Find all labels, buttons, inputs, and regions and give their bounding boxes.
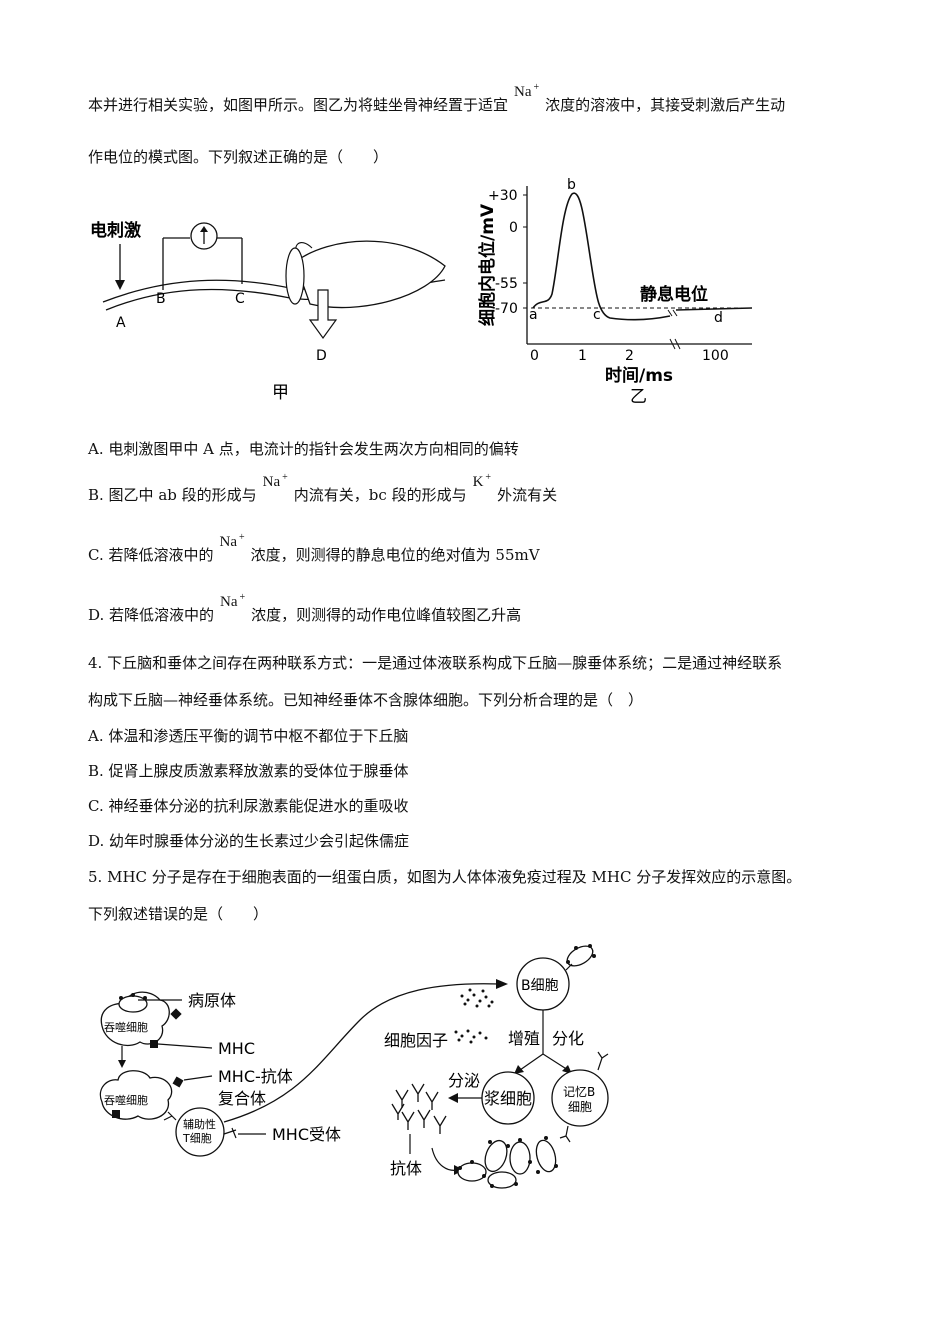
agglutinated-pathogens [457, 1139, 557, 1189]
point-b: b [567, 177, 576, 193]
intro-line-1: 本并进行相关实验，如图甲所示。图乙为将蛙坐骨神经置于适宜 Na+ 浓度的溶液中，其接… [88, 82, 786, 115]
ytick-30: +30 [488, 188, 518, 204]
q3-option-b: B. 图乙中 ab 段的形成与Na+内流有关，bc 段的形成与K+外流有关 [88, 472, 558, 504]
helper-t-cell [175, 1107, 225, 1157]
cytokine-dots [454, 988, 494, 1044]
point-c: c [593, 307, 601, 323]
b-cell-label: B细胞 [521, 978, 559, 994]
point-B: B [156, 291, 166, 307]
na-ion-label: Na+ [219, 532, 245, 550]
pathogen-icon [118, 995, 148, 1013]
q3-option-d: D. 若降低溶液中的Na+浓度，则测得的动作电位峰值较图乙升高 [88, 592, 522, 624]
q4-stem-1: 4. 下丘脑和垂体之间存在两种联系方式：一是通过体液联系构成下丘脑—腺垂体系统；… [88, 654, 783, 672]
xtick-2: 2 [625, 348, 634, 364]
q4-stem-2: 构成下丘脑—神经垂体系统。已知神经垂体不含腺体细胞。下列分析合理的是（ ） [88, 691, 644, 709]
na-ion-label: Na+ [262, 472, 288, 490]
hollow-arrow-icon [308, 289, 338, 340]
q4-option-a: A. 体温和渗透压平衡的调节中枢不都位于下丘脑 [88, 727, 409, 745]
q5-stem-2: 下列叙述错误的是（ ） [88, 905, 269, 923]
intro-text-a: 本并进行相关实验，如图甲所示。图乙为将蛙坐骨神经置于适宜 [88, 96, 509, 114]
k-ion-label: K+ [472, 472, 492, 490]
q3-option-c: C. 若降低溶液中的Na+浓度，则测得的静息电位的绝对值为 55mV [88, 532, 540, 564]
mhc-complex-label-1: MHC-抗体 [218, 1067, 293, 1086]
xtick-100: 100 [702, 348, 729, 364]
q4-option-b: B. 促肾上腺皮质激素释放激素的受体位于腺垂体 [88, 762, 409, 780]
point-C: C [235, 291, 245, 307]
mhc-label: MHC [218, 1039, 255, 1058]
phagocyte-label-2: 吞噬细胞 [104, 1093, 148, 1107]
phagocyte-2 [99, 1070, 173, 1120]
secrete-label: 分泌 [448, 1071, 480, 1090]
q5-stem-1: 5. MHC 分子是存在于细胞表面的一组蛋白质，如图为人体体液免疫过程及 MHC… [88, 868, 802, 886]
phagocyte-label-1: 吞噬细胞 [104, 1020, 148, 1034]
xtick-1: 1 [578, 348, 587, 364]
intro-line-2: 作电位的模式图。下列叙述正确的是（ ） [88, 148, 389, 166]
mhc-complex-label-2: 复合体 [218, 1089, 266, 1108]
ylabel: 细胞内电位/mV [477, 203, 498, 326]
ytick-0: 0 [509, 220, 518, 236]
antibody-label: 抗体 [390, 1159, 422, 1178]
ytick-55: -55 [495, 276, 518, 292]
caption-yi: 乙 [630, 387, 647, 407]
memory-b-cell [551, 1069, 609, 1127]
cytokine-label: 细胞因子 [384, 1031, 448, 1050]
helper-t-label-1: 辅助性 [183, 1117, 216, 1131]
antibody-icons [391, 1083, 447, 1134]
resting-potential-label: 静息电位 [640, 284, 708, 305]
figure-jia-yi: 电刺激 A B C D 甲 细胞内电位/mV +30 0 -55 -70 a b… [90, 177, 753, 407]
q3-option-a: A. 电刺激图甲中 A 点，电流计的指针会发生两次方向相同的偏转 [88, 440, 519, 458]
xlabel: 时间/ms [605, 365, 673, 386]
helper-t-label-2: T细胞 [182, 1132, 212, 1145]
pathogen-label: 病原体 [188, 991, 236, 1010]
stimulus-label: 电刺激 [90, 220, 141, 241]
intro-text-b: 浓度的溶液中，其接受刺激后产生动 [545, 96, 786, 114]
point-a: a [529, 307, 538, 323]
point-D: D [316, 348, 327, 364]
differentiate-label: 分化 [552, 1029, 584, 1048]
point-A: A [116, 315, 126, 331]
mhc-marker [170, 1008, 182, 1020]
xtick-0: 0 [530, 348, 539, 364]
plasma-cell-label: 浆细胞 [484, 1089, 532, 1108]
point-d: d [714, 310, 723, 326]
caption-jia: 甲 [272, 383, 289, 403]
na-ion-label: Na+ [514, 82, 540, 100]
mhc-receptor-label: MHC受体 [272, 1125, 341, 1144]
memory-b-label-2: 细胞 [568, 1100, 592, 1114]
na-ion-label: Na+ [220, 592, 246, 610]
q4-option-d: D. 幼年时腺垂体分泌的生长素过少会引起侏儒症 [88, 832, 410, 850]
memory-b-label-1: 记忆B [563, 1085, 595, 1099]
ytick-70: -70 [495, 301, 518, 317]
immune-figure: 吞噬细胞 病原体 MHC 吞噬细胞 MHC-抗体 复合体 辅助性 T细胞 MHC… [99, 944, 609, 1189]
q4-option-c: C. 神经垂体分泌的抗利尿激素能促进水的重吸收 [88, 797, 409, 815]
action-potential-curve [532, 192, 753, 321]
proliferate-label: 增殖 [508, 1029, 540, 1048]
